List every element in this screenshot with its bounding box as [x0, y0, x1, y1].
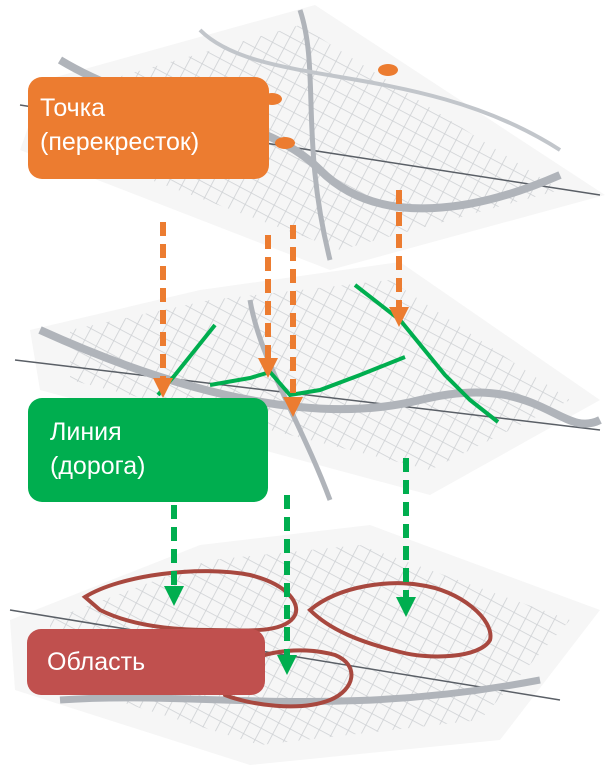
point-layer-subtitle: (перекресток) [40, 128, 200, 156]
line-layer-label: Линия (дорога) [28, 398, 268, 502]
road-line [209, 355, 406, 398]
arrow-head-icon [396, 597, 416, 617]
arrow-head-icon [283, 397, 303, 417]
arrow-head-icon [277, 655, 297, 675]
area-outline [307, 581, 493, 659]
arrow-head-icon [153, 378, 173, 398]
point-projection-arrows [153, 190, 409, 417]
line-layer-title: Линия [50, 418, 122, 446]
point-layer-title: Точка [40, 94, 106, 122]
intersection-point [378, 64, 398, 76]
point-layer-label: Точка (перекресток) [28, 77, 269, 179]
area-layer-title: Область [47, 648, 146, 676]
middle-map-layer [14, 262, 602, 501]
arrow-head-icon [164, 586, 184, 606]
area-layer-label: Область [27, 629, 265, 695]
line-layer-subtitle: (дорога) [50, 452, 146, 480]
line-projection-arrows [164, 458, 416, 675]
arrow-head-icon [258, 358, 278, 378]
bottom-map-layer [9, 525, 600, 765]
intersection-point [275, 137, 295, 149]
road-line [353, 283, 500, 424]
area-outline [217, 648, 354, 709]
arrow-head-icon [389, 307, 409, 327]
